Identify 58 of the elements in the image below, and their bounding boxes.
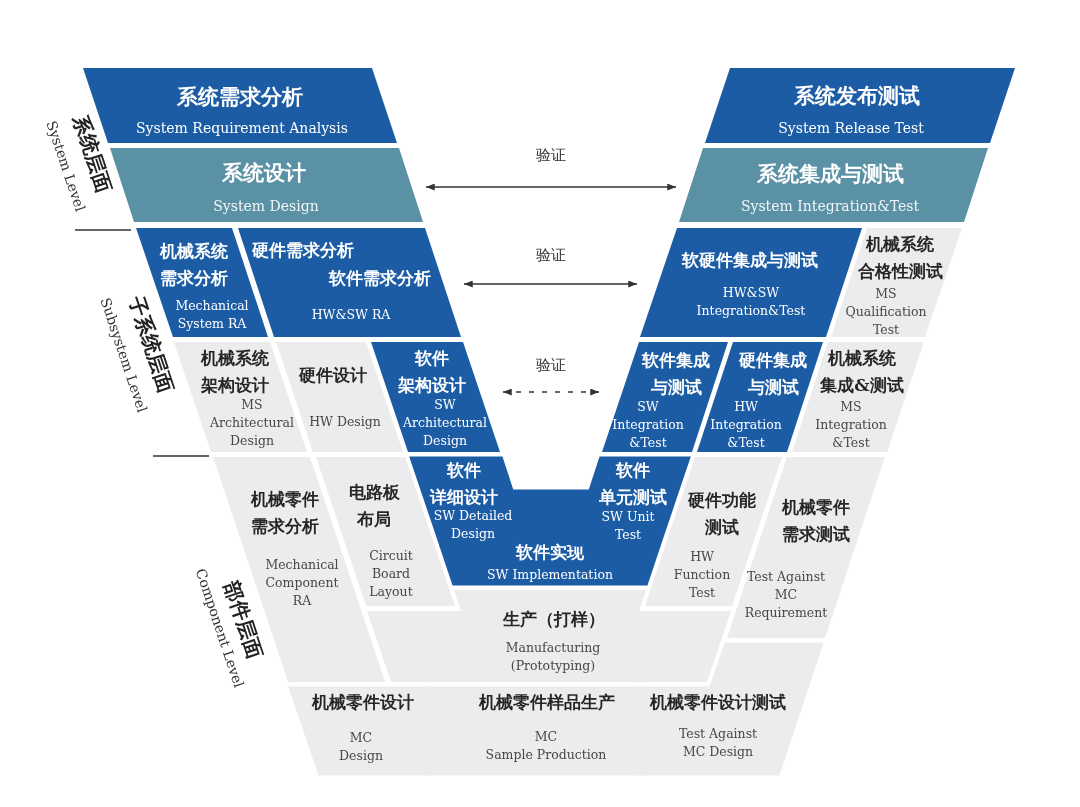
arrow [463, 280, 638, 288]
stage-subtitle: Circuit Board Layout [369, 546, 413, 602]
stage-title: 机械零件需求分析 [251, 488, 319, 538]
arrow [425, 183, 677, 191]
stage-subtitle: MS Architectural Design [210, 395, 294, 451]
stage-subtitle: System Integration&Test [740, 196, 920, 216]
stage-title: 机械系统集成&测试 [820, 347, 904, 397]
stage-title: 硬件设计 [299, 363, 367, 387]
stage-subtitle: SW Detailed Design [433, 506, 513, 543]
stage-subtitle: SW Implementation [487, 565, 613, 584]
stage-title: 系统发布测试 [794, 82, 920, 110]
stage-title: 软件需求分析 [329, 266, 431, 290]
stage-title: 系统需求分析 [177, 83, 303, 111]
stage-subtitle: HW Design [309, 412, 381, 431]
stage-title: 硬件功能测试 [688, 489, 756, 539]
stage-subtitle: MC Sample Production [485, 727, 607, 764]
process-box [679, 148, 988, 222]
stage-subtitle: SW Unit Test [601, 507, 655, 544]
stage-subtitle: Mechanical System RA [175, 296, 249, 333]
process-box [705, 68, 1015, 143]
stage-title: 机械系统合格性测试 [857, 233, 943, 283]
edge-label: 验证 [533, 355, 569, 375]
stage-subtitle: Mechanical Component RA [265, 555, 339, 611]
stage-subtitle: HW Function Test [673, 547, 731, 603]
stage-subtitle: System Requirement Analysis [136, 118, 348, 138]
stage-title: 系统设计 [222, 159, 306, 187]
stage-title: 软硬件集成与测试 [682, 248, 818, 272]
stage-title: 机械零件需求测试 [782, 496, 850, 546]
stage-title: 硬件集成与测试 [739, 349, 807, 399]
stage-title: 电路板布局 [348, 481, 400, 531]
stage-title: 系统集成与测试 [756, 160, 904, 188]
stage-subtitle: Manufacturing (Prototyping) [505, 638, 601, 675]
stage-subtitle: HW Integration &Test [710, 397, 782, 453]
stage-subtitle: MS Qualification Test [845, 284, 927, 340]
stage-title: 机械零件设计 [312, 690, 414, 714]
stage-title: 软件集成与测试 [642, 349, 710, 399]
stage-title: 软件单元测试 [599, 459, 667, 509]
stage-title: 硬件需求分析 [252, 238, 354, 262]
dashed-arrow [502, 388, 600, 396]
stage-title: 软件详细设计 [430, 459, 498, 509]
stage-subtitle: Test Against MC Requirement [744, 567, 828, 623]
stage-subtitle: Test Against MC Design [678, 724, 758, 761]
stage-subtitle: System Design [213, 196, 319, 216]
stage-title: 软件架构设计 [398, 347, 466, 397]
stage-subtitle: HW&SW Integration&Test [696, 283, 806, 320]
stage-title: 机械系统需求分析 [160, 240, 228, 290]
stage-title: 机械零件样品生产 [479, 690, 615, 714]
stage-title: 生产（打样） [503, 607, 605, 631]
edge-label: 验证 [533, 145, 569, 165]
stage-subtitle: MS Integration &Test [815, 397, 887, 453]
stage-subtitle: System Release Test [778, 118, 924, 138]
stage-subtitle: SW Integration &Test [612, 397, 684, 453]
stage-title: 机械系统架构设计 [201, 347, 269, 397]
stage-subtitle: MC Design [339, 728, 383, 765]
stage-subtitle: SW Architectural Design [403, 395, 487, 451]
stage-title: 机械零件设计测试 [650, 690, 786, 714]
stage-subtitle: HW&SW RA [311, 305, 391, 324]
process-box [831, 228, 962, 337]
